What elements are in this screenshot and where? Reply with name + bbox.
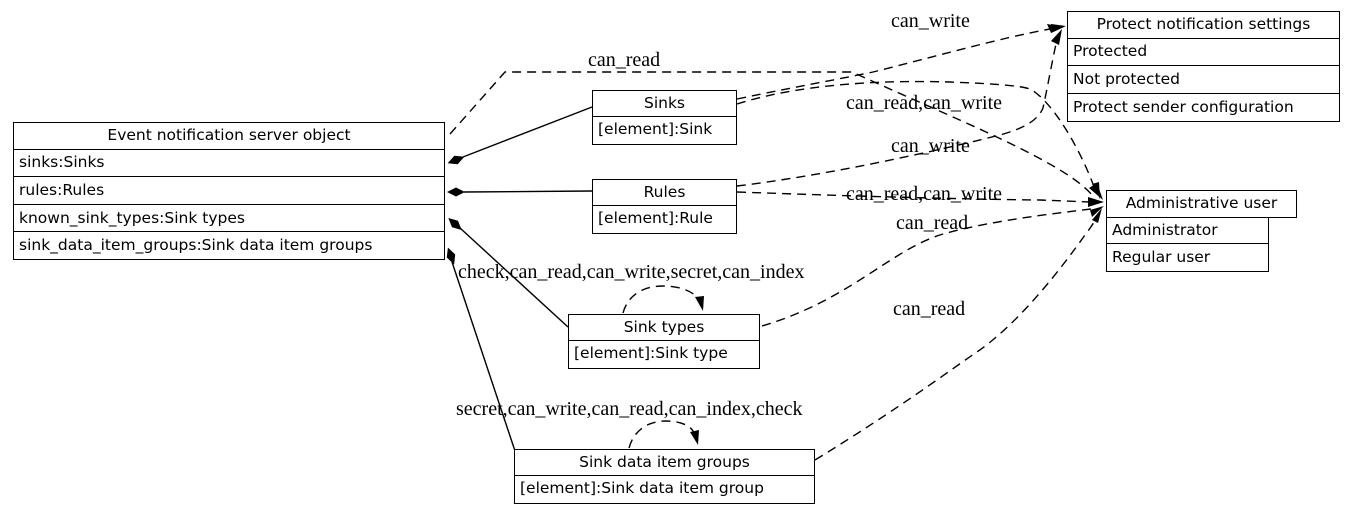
node-administrative-user: Administrative user Administrator Regula… bbox=[1106, 190, 1297, 273]
node-row-administrator: Administrator bbox=[1106, 216, 1269, 245]
node-sink-types: Sink types [element]:Sink type bbox=[568, 314, 760, 369]
edge-groups-to-admin-line bbox=[814, 212, 1101, 461]
composition-diamond-sinks bbox=[447, 155, 465, 165]
node-title: Sink types bbox=[568, 314, 760, 341]
node-row-element: [element]:Sink type bbox=[568, 339, 760, 369]
arrowhead-protect-3 bbox=[1051, 29, 1062, 45]
node-row-not-protected: Not protected bbox=[1067, 65, 1340, 95]
node-protect-notification-settings: Protect notification settings Protected … bbox=[1067, 11, 1340, 122]
edge-sinks-to-protect-line bbox=[736, 28, 1051, 100]
arrowhead-admin-5 bbox=[1092, 208, 1102, 223]
arrowhead-admin-1 bbox=[1088, 197, 1104, 207]
node-sink-data-item-groups: Sink data item groups [element]:Sink dat… bbox=[514, 449, 815, 504]
edge-server-to-admin-line bbox=[449, 71, 1094, 197]
node-row-sink-data-item-groups: sink_data_item_groups:Sink data item gro… bbox=[13, 231, 445, 261]
node-title: Sinks bbox=[592, 90, 737, 117]
edge-label-server-can-read: can_read bbox=[588, 49, 661, 71]
edge-label-rules-can-write: can_write bbox=[891, 135, 970, 157]
edge-label-groups-selfloop: secret,can_write,can_read,can_index,chec… bbox=[456, 398, 803, 420]
node-row-sinks: sinks:Sinks bbox=[13, 148, 445, 178]
node-title: Event notification server object bbox=[13, 122, 445, 150]
node-row-protected: Protected bbox=[1067, 37, 1340, 67]
composition-line-sinks bbox=[462, 106, 593, 158]
edge-label-rules-can-read-can-write: can_read,can_write bbox=[846, 183, 1003, 205]
composition-diamond-sink-types bbox=[448, 218, 462, 230]
node-rules: Rules [element]:Rule bbox=[592, 179, 737, 234]
node-sinks: Sinks [element]:Sink bbox=[592, 90, 737, 145]
edge-label-sink-types-can-read: can_read bbox=[896, 212, 969, 234]
arrowhead-protect-2 bbox=[1047, 24, 1064, 33]
composition-line-sink-types bbox=[459, 227, 569, 328]
node-title: Protect notification settings bbox=[1067, 11, 1340, 39]
selfloop-groups-line bbox=[628, 420, 696, 449]
node-row-element: [element]:Sink data item group bbox=[514, 474, 815, 504]
node-row-regular-user: Regular user bbox=[1106, 243, 1269, 273]
composition-diamond-groups bbox=[446, 247, 456, 265]
edge-label-sinks-can-write: can_write bbox=[891, 10, 970, 32]
node-row-element: [element]:Rule bbox=[592, 204, 737, 234]
arrowhead-selfloop-groups bbox=[690, 430, 699, 445]
arrowhead-selfloop-sink-types bbox=[695, 296, 704, 311]
node-row-protect-sender-configuration: Protect sender configuration bbox=[1067, 92, 1340, 122]
node-event-notification-server: Event notification server object sinks:S… bbox=[13, 122, 445, 261]
arrowhead-admin-4 bbox=[1090, 206, 1104, 217]
edge-label-sink-types-selfloop: check,can_read,can_write,secret,can_inde… bbox=[458, 261, 805, 283]
node-title: Rules bbox=[592, 179, 737, 206]
edge-sink-types-to-admin-line bbox=[761, 208, 1092, 327]
composition-line-sink-data-item-groups bbox=[451, 261, 516, 452]
selfloop-sink-types-line bbox=[622, 285, 701, 314]
edge-label-groups-can-read: can_read bbox=[893, 298, 966, 320]
node-row-element: [element]:Sink bbox=[592, 115, 737, 145]
node-title: Administrative user bbox=[1106, 190, 1297, 218]
node-title: Sink data item groups bbox=[514, 449, 815, 476]
edge-rules-to-protect-line bbox=[736, 43, 1057, 187]
arrowhead-admin-3 bbox=[1092, 182, 1100, 199]
edge-label-sinks-can-read-can-write: can_read,can_write bbox=[846, 92, 1003, 114]
node-row-known-sink-types: known_sink_types:Sink types bbox=[13, 203, 445, 233]
composition-line-rules bbox=[463, 190, 593, 193]
edge-rules-to-admin-line bbox=[736, 191, 1090, 203]
node-row-rules: rules:Rules bbox=[13, 176, 445, 206]
edge-sinks-to-admin-line bbox=[736, 80, 1094, 185]
composition-diamond-rules bbox=[447, 187, 465, 197]
